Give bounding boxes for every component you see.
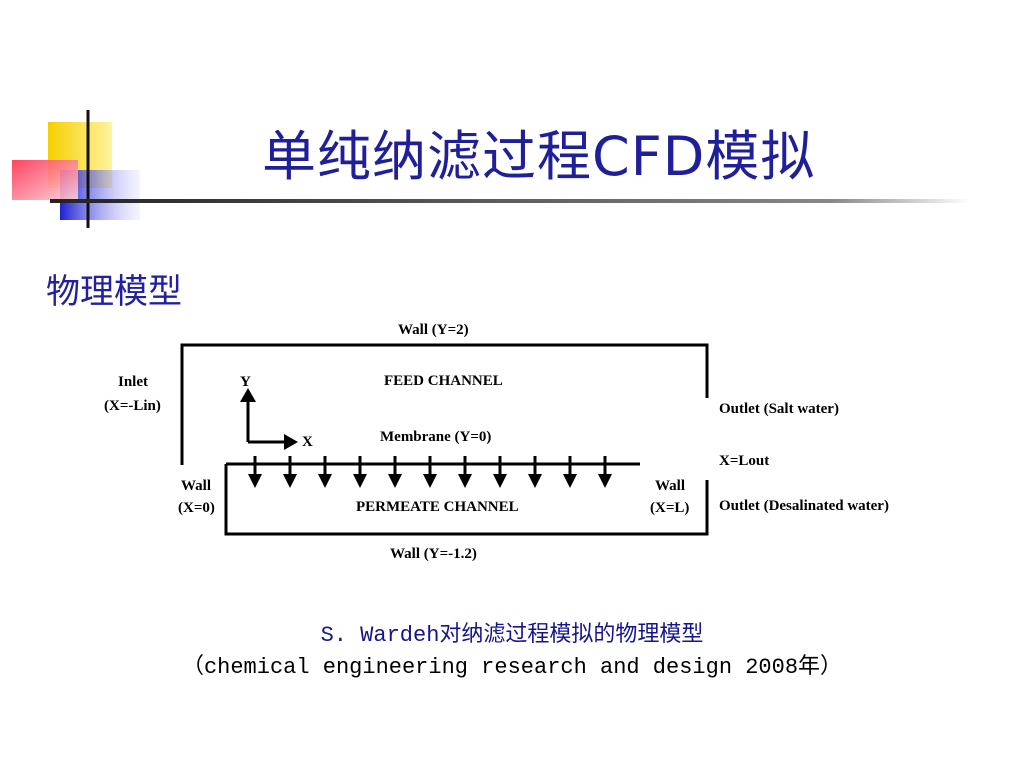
permeate-channel-outline [224, 464, 709, 536]
flux-arrow [353, 456, 367, 488]
page-title: 单纯纳滤过程CFD模拟 [262, 125, 816, 188]
section-heading: 物理模型 [46, 272, 182, 312]
axis-arrows [240, 388, 298, 450]
outlet-desalinated-label: Outlet (Desalinated water) [719, 498, 889, 514]
x-axis-label: X [302, 434, 313, 450]
permeate-channel-label: PERMEATE CHANNEL [356, 499, 519, 515]
wall-bottom-label: Wall (Y=-1.2) [390, 546, 477, 562]
membrane-label: Membrane (Y=0) [380, 429, 491, 445]
flux-arrow [248, 456, 262, 488]
caption-reference: （chemical engineering research and desig… [181, 655, 843, 680]
deco-red-square [12, 160, 78, 200]
flux-arrow [598, 456, 612, 488]
wall-top-label: Wall (Y=2) [398, 322, 469, 338]
slide-decoration [12, 110, 970, 228]
caption-source: S. Wardeh对纳滤过程模拟的物理模型 [320, 623, 704, 648]
wall-left-position-label: (X=0) [178, 500, 215, 516]
title-underline [50, 199, 970, 203]
permeate-flux-arrows [248, 456, 612, 488]
inlet-label: Inlet [118, 374, 148, 390]
flux-arrow [318, 456, 332, 488]
inlet-position-label: (X=-Lin) [104, 398, 161, 414]
physical-model-diagram: Wall (Y=2) Inlet (X=-Lin) Y X FEED CHANN… [104, 322, 889, 562]
flux-arrow [528, 456, 542, 488]
feed-channel-label: FEED CHANNEL [384, 373, 503, 389]
flux-arrow [493, 456, 507, 488]
flux-arrow [388, 456, 402, 488]
flux-arrow [283, 456, 297, 488]
wall-left-label: Wall [181, 478, 211, 494]
flux-arrow [423, 456, 437, 488]
flux-arrow [563, 456, 577, 488]
flux-arrow [458, 456, 472, 488]
y-axis-label: Y [240, 374, 251, 390]
feed-channel-outline [180, 343, 709, 465]
wall-right-position-label: (X=L) [650, 500, 689, 516]
outlet-salt-label: Outlet (Salt water) [719, 401, 839, 417]
x-lout-label: X=Lout [719, 453, 769, 469]
wall-right-label: Wall [655, 478, 685, 494]
